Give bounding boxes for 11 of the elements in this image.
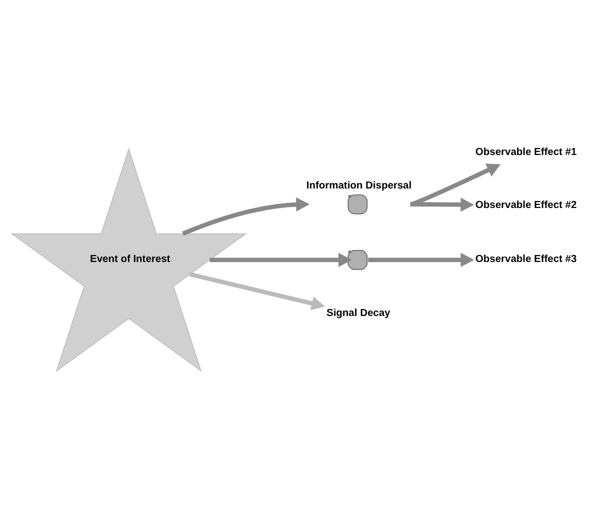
- node-text: Observable Effect #1: [475, 147, 577, 158]
- arrow: [410, 198, 474, 212]
- arrow: [182, 197, 310, 236]
- node-text: Observable Effect #2: [475, 200, 577, 211]
- arrow: [189, 272, 326, 310]
- arrow: [410, 164, 501, 206]
- arrow: [210, 252, 352, 268]
- node-label: Information Dispersal: [306, 180, 412, 192]
- arrow: [368, 252, 474, 268]
- node-text: Signal Decay: [326, 308, 390, 320]
- node-text: Observable Effect #3: [475, 254, 577, 265]
